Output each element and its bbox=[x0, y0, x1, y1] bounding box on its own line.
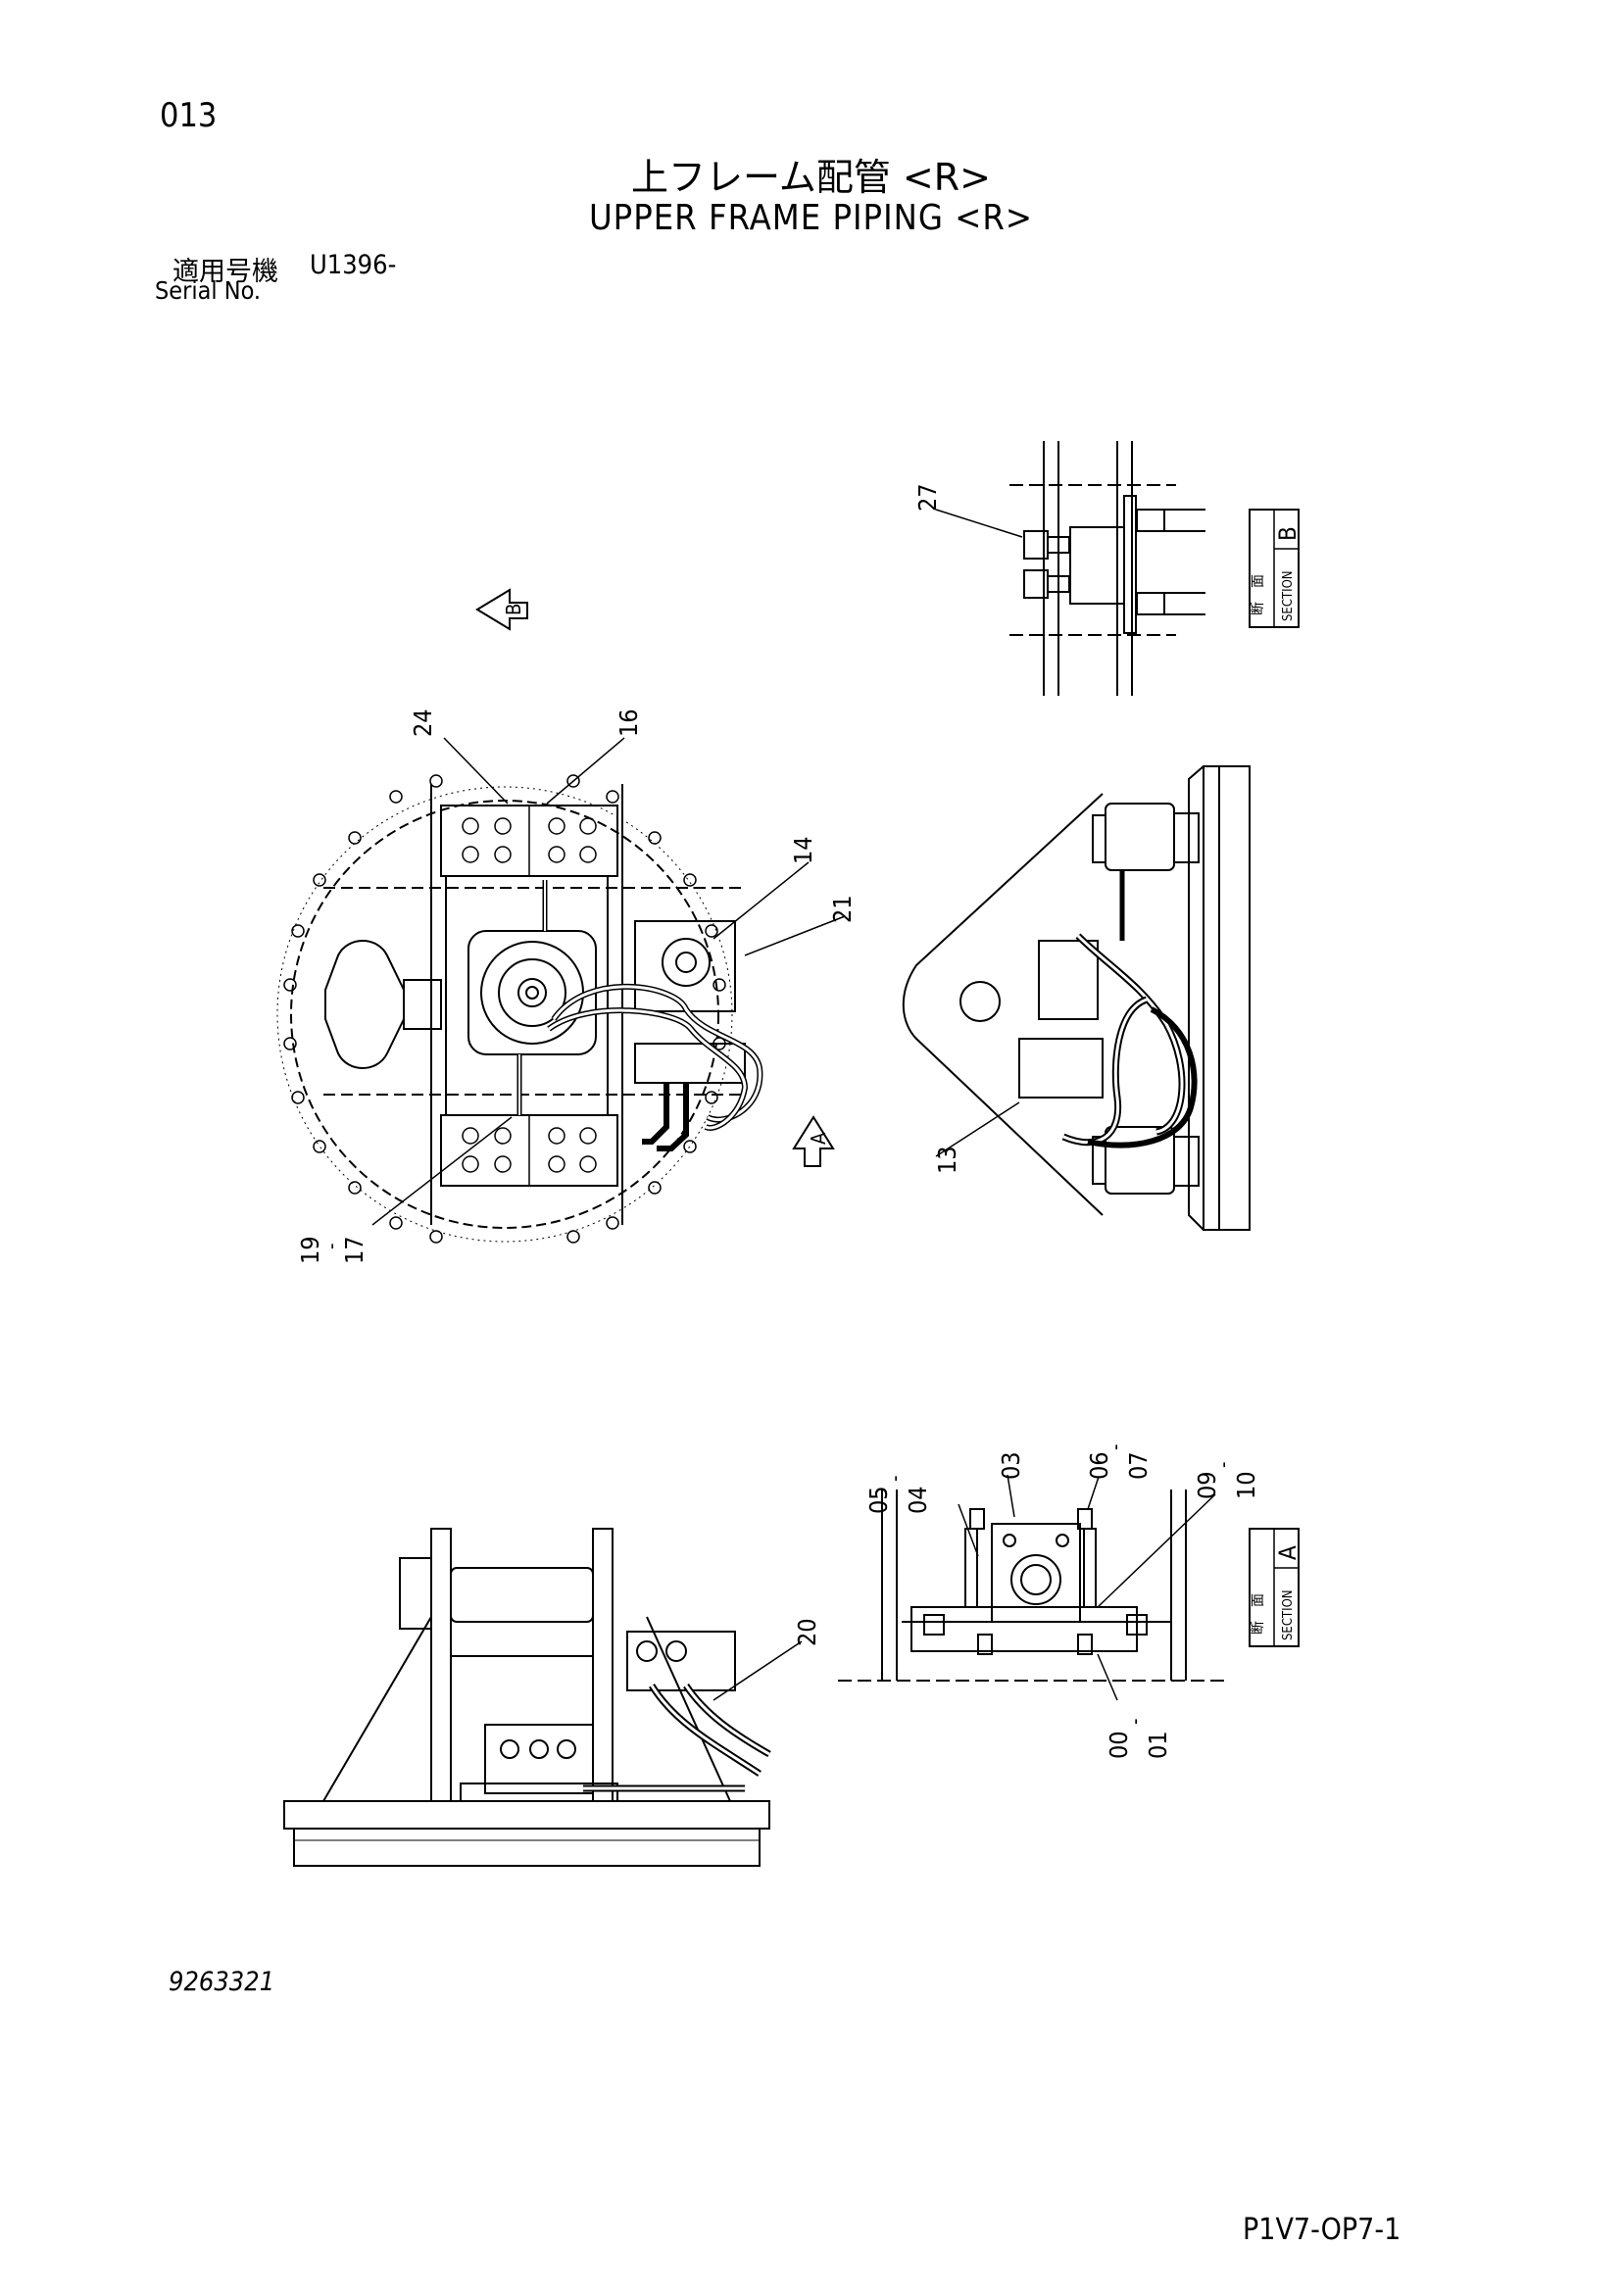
callout-05: 05 bbox=[864, 1486, 893, 1514]
callout-03: 03 bbox=[997, 1451, 1025, 1480]
serial-number-value: U1396- bbox=[310, 250, 397, 280]
callout-04: 04 bbox=[904, 1486, 932, 1514]
callout-00: 00 bbox=[1105, 1731, 1133, 1759]
callout-16: 16 bbox=[614, 708, 643, 737]
section-a-word: SECTION bbox=[1281, 1589, 1296, 1640]
callout-21: 21 bbox=[828, 895, 857, 923]
section-a-kanji-1: 断 bbox=[1251, 1621, 1266, 1635]
callout-13: 13 bbox=[933, 1146, 961, 1174]
callout-19: 19 bbox=[296, 1236, 324, 1264]
callout-labels: 27 24 16 14 21 13 19 - 17 03 06 - 07 05 … bbox=[296, 483, 1260, 1759]
svg-text:-: - bbox=[319, 1244, 343, 1250]
callout-07: 07 bbox=[1124, 1451, 1153, 1480]
svg-text:-: - bbox=[1123, 1719, 1147, 1726]
callout-01: 01 bbox=[1144, 1731, 1172, 1759]
section-b-letter: B bbox=[1274, 526, 1302, 541]
callout-27: 27 bbox=[913, 483, 942, 512]
side-view bbox=[902, 765, 1251, 1231]
page-title-japanese: 上フレーム配管 <R> bbox=[630, 156, 992, 199]
callout-20: 20 bbox=[793, 1618, 821, 1646]
sheet-code: P1V7-OP7-1 bbox=[1243, 2213, 1401, 2247]
plan-view bbox=[276, 737, 846, 1244]
page-number: 013 bbox=[160, 96, 218, 135]
section-a-letter: A bbox=[1274, 1545, 1302, 1560]
section-b-kanji-2: 面 bbox=[1251, 574, 1266, 588]
section-b-kanji-1: 断 bbox=[1251, 602, 1266, 615]
callout-17: 17 bbox=[340, 1236, 369, 1264]
section-b-box: 断 面 SECTION B bbox=[1249, 509, 1302, 628]
svg-text:-: - bbox=[1211, 1462, 1235, 1469]
view-a-marker: A bbox=[792, 1115, 835, 1167]
page-title-english: UPPER FRAME PIPING <R> bbox=[588, 198, 1034, 238]
callout-06: 06 bbox=[1085, 1451, 1113, 1480]
serial-label-english: Serial No. bbox=[155, 276, 262, 305]
view-b-letter: B bbox=[502, 604, 525, 615]
drawing-number: 9263321 bbox=[169, 1967, 275, 1997]
serial-label-japanese: 適用号機 bbox=[172, 257, 278, 287]
callout-10: 10 bbox=[1232, 1471, 1260, 1499]
section-b-word: SECTION bbox=[1281, 570, 1296, 621]
callout-14: 14 bbox=[789, 836, 817, 864]
section-a-kanji-2: 面 bbox=[1251, 1593, 1266, 1607]
view-a-letter: A bbox=[807, 1132, 830, 1145]
svg-text:-: - bbox=[883, 1476, 907, 1483]
section-a-box: 断 面 SECTION A bbox=[1249, 1528, 1302, 1647]
view-b-marker: B bbox=[475, 588, 528, 631]
callout-24: 24 bbox=[409, 708, 437, 737]
front-view bbox=[283, 1528, 803, 1867]
callout-09: 09 bbox=[1193, 1471, 1221, 1499]
svg-text:-: - bbox=[1104, 1444, 1127, 1451]
section-a-view bbox=[838, 1474, 1230, 1701]
section-b-view bbox=[935, 441, 1205, 696]
